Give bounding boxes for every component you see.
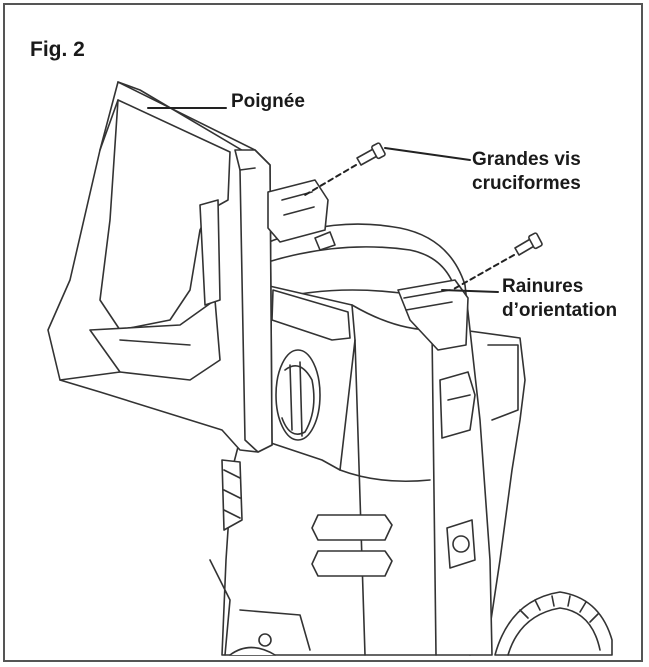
screw-dashed-line bbox=[304, 164, 357, 196]
handle-icon bbox=[47, 81, 273, 656]
screw-icon bbox=[356, 142, 543, 256]
wheel-icon bbox=[494, 591, 613, 656]
label-grooves-line1: Rainures bbox=[502, 276, 584, 297]
screw2-dashed-line bbox=[451, 254, 515, 291]
label-grooves-line2: d’orientation bbox=[502, 300, 618, 321]
mounting-tabs bbox=[267, 179, 469, 351]
callout-lines bbox=[147, 107, 515, 293]
figure-title: Fig. 2 bbox=[30, 38, 85, 61]
label-handle: Poignée bbox=[231, 91, 305, 112]
label-screws-line1: Grandes vis bbox=[472, 149, 581, 170]
screw-callout-line bbox=[384, 147, 471, 161]
groove-callout-line bbox=[441, 289, 499, 293]
label-screws-line2: cruciformes bbox=[472, 173, 581, 194]
